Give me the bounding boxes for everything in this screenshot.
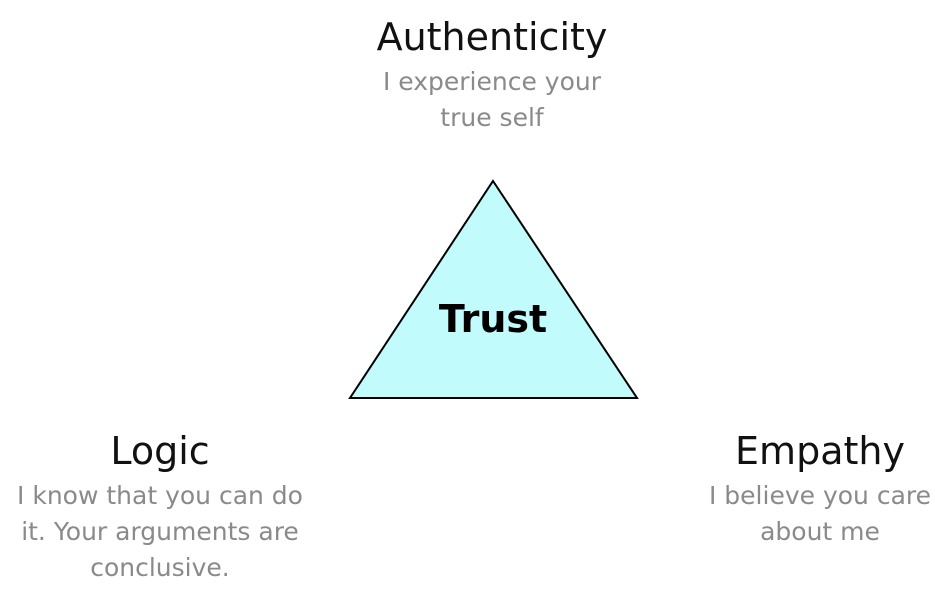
logic-description: I know that you can do it. Your argument… — [17, 480, 303, 583]
empathy-node: Empathy I believe you care about me — [700, 429, 935, 550]
empathy-title: Empathy — [735, 429, 905, 473]
trust-triangle: Trust — [348, 179, 639, 399]
logic-node: Logic I know that you can do it. Your ar… — [0, 429, 320, 586]
logic-title: Logic — [110, 429, 210, 473]
triangle-shape — [348, 179, 639, 399]
authenticity-node: Authenticity I experience your true self — [327, 15, 657, 136]
empathy-description: I believe you care about me — [708, 480, 932, 546]
authenticity-title: Authenticity — [376, 15, 608, 59]
trust-label: Trust — [439, 297, 547, 341]
authenticity-description: I experience your true self — [382, 66, 602, 132]
